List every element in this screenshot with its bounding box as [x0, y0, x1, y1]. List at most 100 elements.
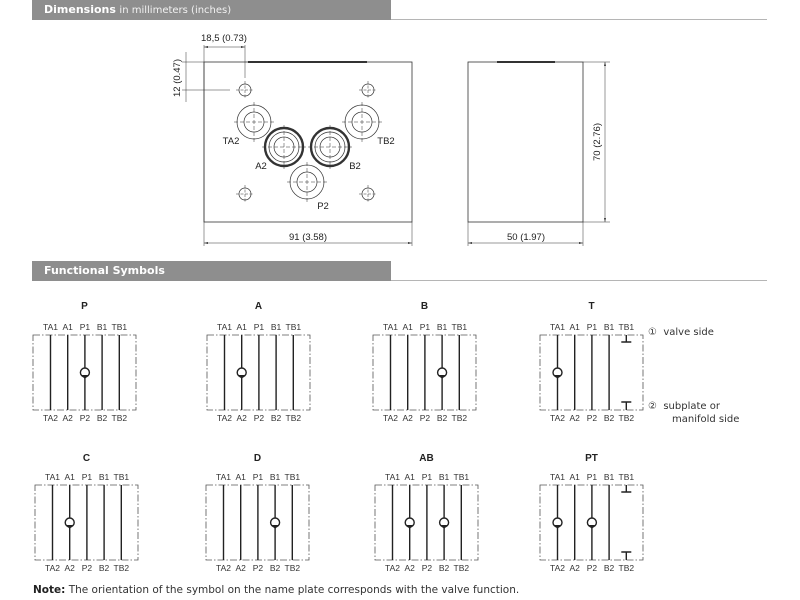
- port-label-top: B1: [604, 472, 615, 482]
- mounting-holes: [236, 81, 377, 203]
- dimensions-header: Dimensions in millimeters (inches): [32, 0, 391, 20]
- legend-label-1: valve side: [663, 327, 714, 338]
- dim-offset-y: 12 (0.47): [172, 59, 183, 97]
- check-valve-seat: [81, 375, 89, 379]
- port-label-bottom: TA2: [550, 413, 565, 423]
- port-label-top: TA1: [216, 472, 231, 482]
- port-label-bottom: P2: [587, 413, 598, 423]
- port-label-top: TB1: [285, 472, 301, 482]
- port-label-top: B1: [439, 472, 450, 482]
- note-text: The orientation of the symbol on the nam…: [68, 584, 520, 596]
- symbol-title: P: [81, 301, 88, 312]
- port-label-top: P1: [587, 472, 598, 482]
- port-label-top: TA1: [550, 472, 565, 482]
- check-valve-seat: [440, 525, 448, 529]
- port-label-bottom: TB2: [619, 563, 635, 573]
- port-label-top: P1: [422, 472, 433, 482]
- side-view: [467, 61, 610, 246]
- check-valve-seat: [271, 525, 279, 529]
- port-label-top: TA1: [217, 322, 232, 332]
- check-valve-seat: [554, 375, 561, 379]
- port-label-bottom: TB2: [452, 413, 468, 423]
- port-label-tb2: TB2: [377, 136, 394, 147]
- port-label-top: A1: [569, 322, 580, 332]
- blocked-line: [621, 485, 632, 560]
- port-label-bottom: P2: [254, 413, 265, 423]
- port-label-top: P1: [80, 322, 91, 332]
- symbol-title: D: [254, 453, 261, 464]
- port-label-bottom: A2: [62, 413, 73, 423]
- ports: [234, 102, 382, 202]
- port-label-top: TB1: [114, 472, 130, 482]
- port-label-bottom: A2: [569, 413, 580, 423]
- port-label-bottom: B2: [99, 563, 110, 573]
- port-label-top: TB1: [454, 472, 470, 482]
- dimensions-title: Dimensions: [44, 3, 116, 16]
- port-label-bottom: A2: [402, 413, 413, 423]
- check-valve-seat: [438, 375, 446, 379]
- port-label-top: A1: [236, 322, 247, 332]
- port-label-top: TA1: [550, 322, 565, 332]
- legend-label-2b: manifold side: [672, 414, 740, 425]
- symbol-title: B: [421, 301, 428, 312]
- port-label-b2: B2: [349, 161, 361, 172]
- port-label-bottom: P2: [587, 563, 598, 573]
- header-rule: [391, 19, 767, 20]
- port-label-top: TA1: [45, 472, 60, 482]
- port-label-top: TA1: [385, 472, 400, 482]
- port-label-top: B1: [99, 472, 110, 482]
- port-label-bottom: A2: [236, 413, 247, 423]
- port-label-bottom: TB2: [454, 563, 470, 573]
- port-label-bottom: B2: [604, 413, 615, 423]
- port-label-bottom: P2: [80, 413, 91, 423]
- port-label-bottom: TA2: [550, 563, 565, 573]
- port-label-top: TB1: [619, 322, 635, 332]
- functional-header: Functional Symbols: [32, 261, 391, 281]
- check-valve-seat: [66, 525, 74, 529]
- dim-width: 91 (3.58): [289, 232, 327, 243]
- check-valve-seat: [588, 525, 596, 529]
- symbol-title: C: [83, 453, 90, 464]
- port-label-bottom: TA2: [385, 563, 400, 573]
- port-label-bottom: TB2: [619, 413, 635, 423]
- port-label-top: P1: [254, 322, 265, 332]
- port-label-bottom: B2: [97, 413, 108, 423]
- port-label-bottom: B2: [604, 563, 615, 573]
- port-label-bottom: B2: [437, 413, 448, 423]
- port-label-bottom: TA2: [217, 413, 232, 423]
- port-label-top: A1: [235, 472, 246, 482]
- port-label-top: B1: [271, 322, 282, 332]
- port-label-ta2: TA2: [223, 136, 240, 147]
- note-label: Note:: [33, 584, 66, 596]
- port-label-bottom: A2: [64, 563, 75, 573]
- marker-1: ①: [648, 327, 657, 338]
- port-label-top: TA1: [43, 322, 58, 332]
- symbol-title: T: [588, 301, 594, 312]
- port-label-top: B1: [604, 322, 615, 332]
- port-label-bottom: P2: [82, 563, 93, 573]
- front-view: [182, 45, 413, 246]
- check-valve-seat: [238, 375, 246, 379]
- port-label-bottom: B2: [271, 413, 282, 423]
- marker-2: ②: [648, 401, 657, 412]
- port-label-top: P1: [82, 472, 93, 482]
- port-label-bottom: B2: [270, 563, 281, 573]
- port-label-top: TB1: [286, 322, 302, 332]
- port-label-top: A1: [62, 322, 73, 332]
- port-label-top: B1: [97, 322, 108, 332]
- symbol-title: AB: [419, 453, 433, 464]
- port-label-p2: P2: [317, 201, 329, 212]
- port-label-top: A1: [64, 472, 75, 482]
- check-valve-seat: [554, 525, 561, 529]
- port-label-bottom: TB2: [286, 413, 302, 423]
- port-label-top: TB1: [452, 322, 468, 332]
- note: Note: The orientation of the symbol on t…: [33, 584, 519, 596]
- header-rule: [391, 280, 767, 281]
- port-label-top: P1: [587, 322, 598, 332]
- dimensions-subtitle: in millimeters (inches): [119, 5, 232, 16]
- port-label-bottom: TA2: [43, 413, 58, 423]
